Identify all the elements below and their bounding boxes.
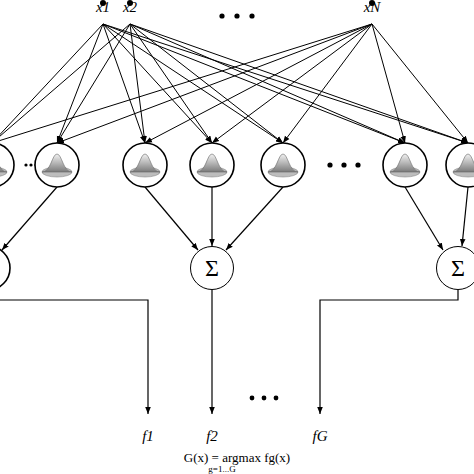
- gaussian-icon: [390, 154, 420, 177]
- kernel-circle: [383, 143, 427, 187]
- input-wires: [0, 24, 468, 143]
- kernel-circle: [35, 143, 79, 187]
- input-wire: [145, 24, 372, 143]
- kernel-circle: [261, 143, 305, 187]
- input-wire: [372, 24, 405, 143]
- output-wire: [0, 290, 148, 414]
- ellipsis-dot: [24, 163, 27, 166]
- pattern-wire: [405, 187, 443, 250]
- ellipsis-dot: [29, 163, 32, 166]
- input-node: x2: [115, 0, 145, 30]
- input-wire: [57, 24, 372, 143]
- gaussian-icon: [130, 154, 160, 177]
- ellipsis-dot: [234, 13, 239, 18]
- input-wire: [103, 24, 468, 143]
- input-dot: [369, 0, 375, 6]
- formula-text: G(x) = argmax fg(x): [184, 451, 290, 464]
- ellipsis-dots: [24, 13, 360, 400]
- input-wire: [212, 24, 372, 143]
- input-wire: [130, 24, 283, 143]
- input-wire: [57, 24, 130, 143]
- input-wire: [130, 24, 405, 143]
- gaussian-icon: [453, 154, 474, 177]
- ellipsis-dot: [249, 13, 254, 18]
- sum-circle-cropped: [0, 246, 10, 290]
- output-label: f1: [142, 429, 154, 444]
- output-wires: [0, 290, 458, 414]
- pattern-wire: [145, 187, 198, 250]
- input-wire: [283, 24, 372, 143]
- sum-symbol: Σ: [205, 256, 219, 280]
- input-wire: [0, 24, 103, 143]
- pattern-wire: [211, 187, 212, 246]
- input-node: xN: [357, 0, 387, 30]
- input-wire: [57, 24, 103, 143]
- pattern-wire: [2, 187, 57, 250]
- input-dot: [127, 0, 133, 6]
- ellipsis-dot: [219, 13, 224, 18]
- ellipsis-dot: [355, 162, 360, 167]
- pattern-wire: [226, 187, 283, 250]
- summation-node: Σ: [190, 246, 234, 290]
- kernel-circle: [0, 143, 14, 187]
- formula-text: g=1...G: [208, 465, 235, 474]
- kernel-circle: [123, 143, 167, 187]
- input-wire: [103, 24, 405, 143]
- kernel-circle: [446, 143, 474, 187]
- ellipsis-dot: [262, 396, 267, 401]
- gaussian-icon: [42, 154, 72, 177]
- kernel-circles: [0, 143, 474, 187]
- ellipsis-dot: [274, 396, 279, 401]
- ellipsis-dot: [250, 396, 255, 401]
- summation-node: Σ: [436, 246, 474, 290]
- gaussian-icon: [0, 154, 7, 177]
- input-wire: [0, 24, 372, 143]
- gaussian-icon: [268, 154, 298, 177]
- kernel-circle: [190, 143, 234, 187]
- output-label: fG: [313, 429, 328, 444]
- ellipsis-dot: [341, 162, 346, 167]
- input-dot: [100, 0, 106, 6]
- output-wire: [320, 290, 458, 414]
- output-wire: [211, 290, 212, 414]
- pattern-wire: [462, 187, 468, 246]
- input-wire: [103, 24, 283, 143]
- input-wire: [372, 24, 468, 143]
- ellipsis-dot: [327, 162, 332, 167]
- gaussian-icon: [197, 154, 227, 177]
- sum-symbol: Σ: [451, 256, 465, 280]
- output-label: f2: [206, 429, 218, 444]
- sum-wires: [2, 187, 468, 250]
- input-node: x1: [88, 0, 118, 30]
- input-wire: [0, 24, 130, 143]
